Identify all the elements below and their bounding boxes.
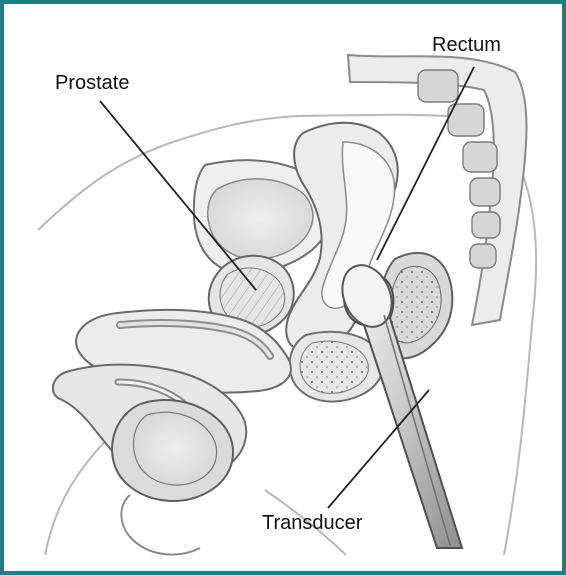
prostate-label: Prostate [55,72,129,94]
transducer-label: Transducer [262,512,363,534]
rectum-label: Rectum [432,34,501,56]
